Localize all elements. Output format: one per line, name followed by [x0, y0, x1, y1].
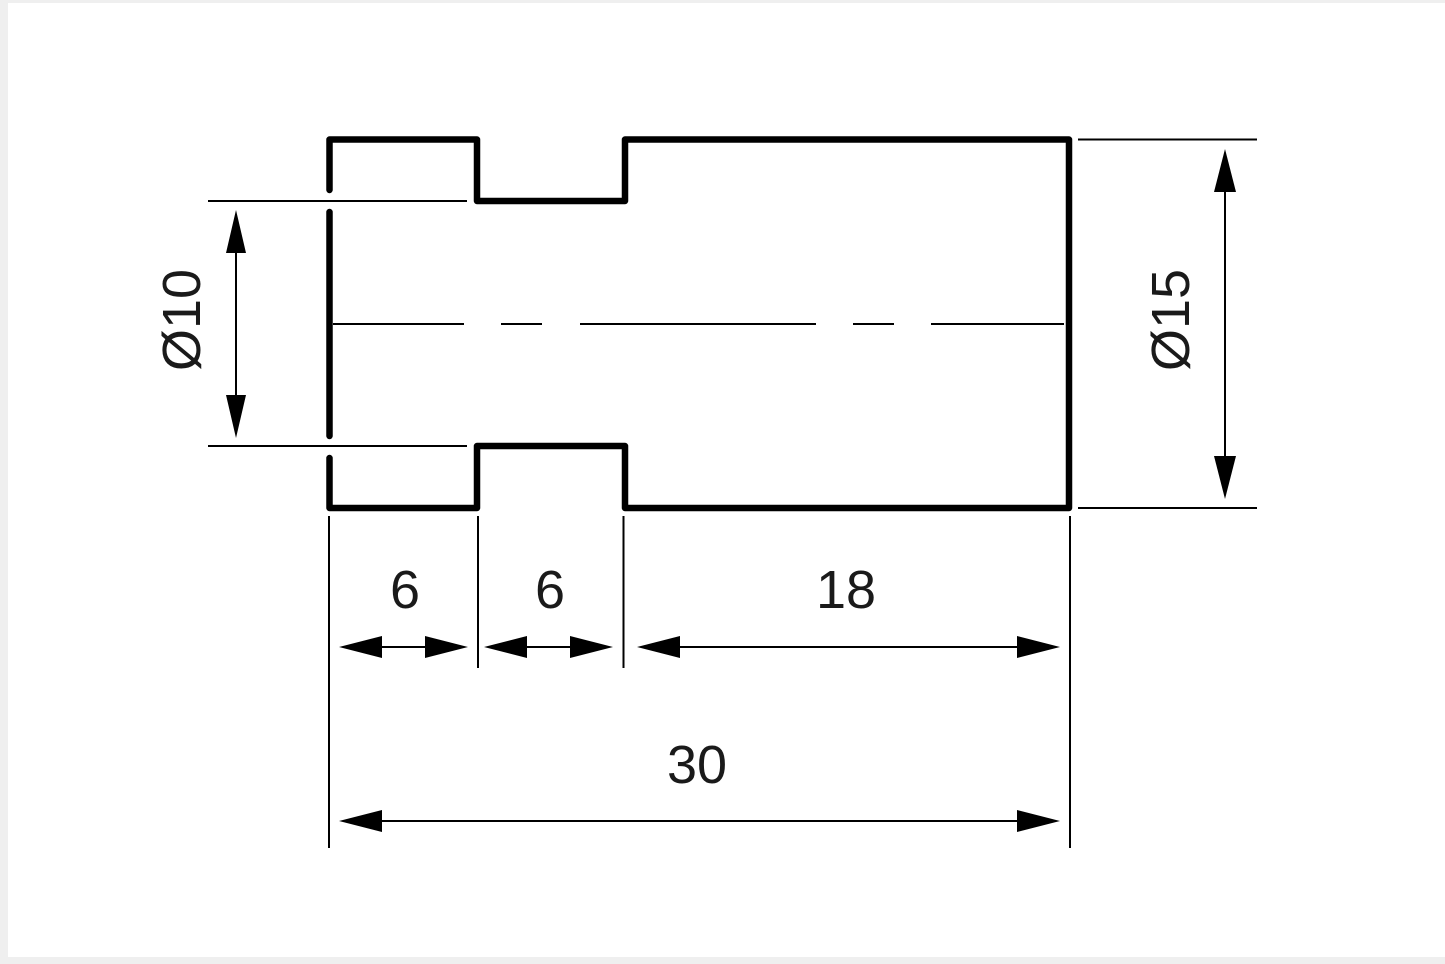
dimension-diameter-15: Ø15: [1078, 138, 1257, 509]
dimension-length-6-first: 6: [339, 560, 468, 658]
dimension-label-diameter-15: Ø15: [1141, 269, 1201, 371]
arrow-right-icon: [425, 636, 468, 658]
arrow-right-icon: [1017, 636, 1060, 658]
arrow-right-icon: [1017, 810, 1060, 832]
arrow-down-icon: [226, 395, 246, 438]
dimension-label-diameter-10: Ø10: [152, 269, 212, 371]
part-outline: [326, 136, 1073, 512]
dimension-label-length-6-first: 6: [390, 560, 420, 620]
horizontal-extension-lines: [328, 516, 1071, 848]
arrow-left-icon: [637, 636, 680, 658]
outline-upper: [326, 136, 1073, 512]
dimension-diameter-10: Ø10: [152, 200, 467, 447]
arrow-left-icon: [339, 636, 382, 658]
dimension-label-length-6-second: 6: [535, 560, 565, 620]
arrow-up-icon: [1214, 149, 1236, 192]
dimension-length-30: 30: [339, 735, 1060, 832]
technical-drawing: Ø10 Ø15 6 6: [152, 136, 1257, 848]
arrow-down-icon: [1214, 456, 1236, 499]
dimension-label-length-18: 18: [816, 560, 876, 620]
arrow-left-icon: [484, 636, 527, 658]
arrow-up-icon: [226, 210, 246, 253]
dimension-length-6-second: 6: [484, 560, 613, 658]
dimension-label-length-30: 30: [667, 735, 727, 795]
dimension-length-18: 18: [637, 560, 1060, 658]
arrow-left-icon: [339, 810, 382, 832]
arrow-right-icon: [570, 636, 613, 658]
drawing-canvas: Ø10 Ø15 6 6: [8, 3, 1445, 957]
